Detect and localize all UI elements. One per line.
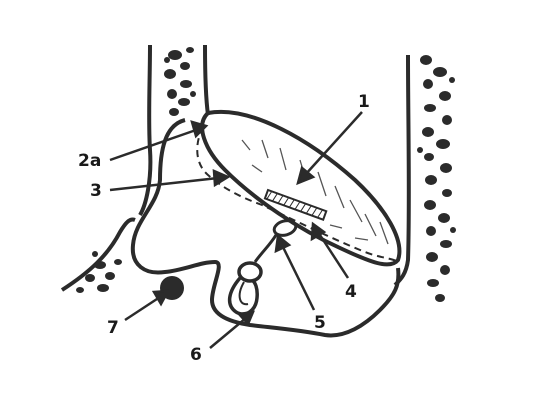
arrow-1 — [305, 112, 362, 175]
label-2a: 2a — [78, 151, 101, 171]
label-3: 3 — [90, 181, 102, 201]
arrow-7 — [125, 297, 160, 320]
arrow-2a — [110, 130, 196, 160]
structure-6-loop — [230, 263, 261, 314]
label-5: 5 — [314, 313, 326, 333]
label-6: 6 — [190, 345, 202, 365]
right-bone — [395, 55, 456, 302]
arrow-3 — [110, 178, 218, 190]
label-4: 4 — [345, 282, 357, 302]
label-1: 1 — [358, 92, 370, 112]
left-lower-bone — [62, 220, 135, 294]
structure-4-plate — [265, 190, 326, 220]
structure-1-ellipse — [202, 112, 399, 265]
arrow-5 — [282, 245, 314, 310]
arrow-6 — [210, 318, 246, 348]
label-7: 7 — [107, 318, 119, 338]
